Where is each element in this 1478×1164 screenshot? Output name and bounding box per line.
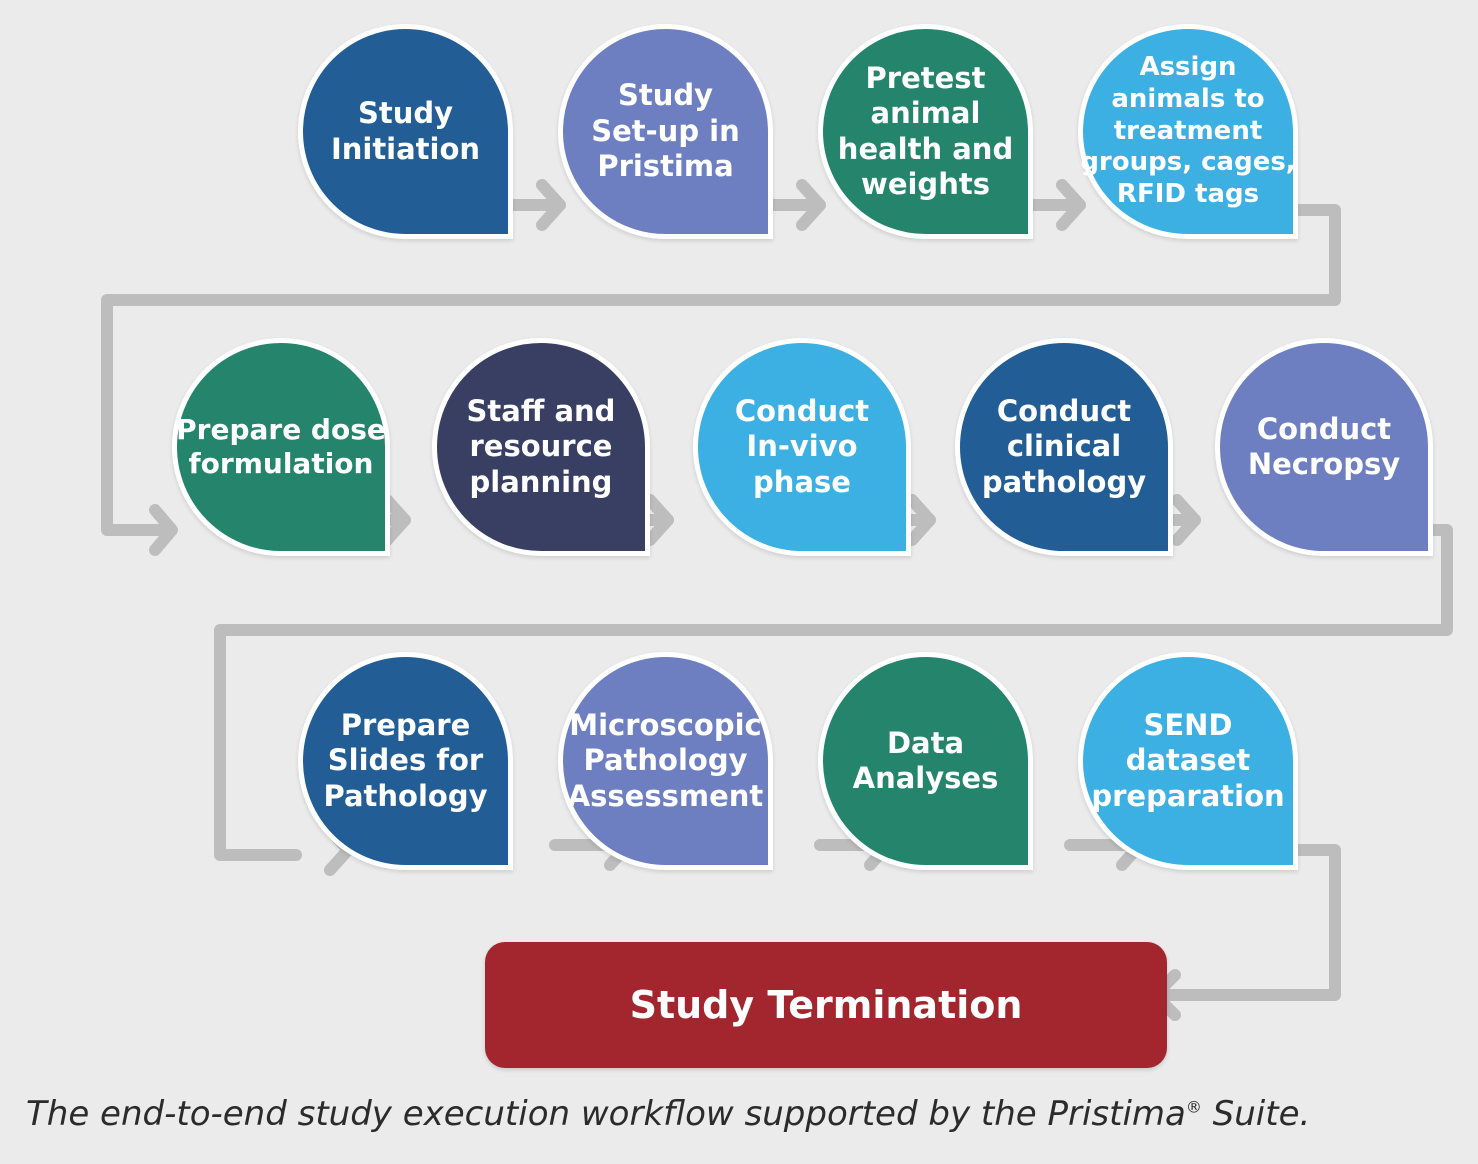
step-label-line: Set-up in bbox=[591, 113, 740, 148]
step-label-line: Conduct bbox=[1256, 411, 1392, 446]
connector-row1-row2 bbox=[101, 204, 1341, 536]
connector-to-termination bbox=[1154, 844, 1341, 1001]
study-termination-label: Study Termination bbox=[629, 983, 1023, 1027]
step-label-line: Pretest bbox=[865, 60, 986, 95]
caption-text-end: Suite. bbox=[1201, 1094, 1311, 1134]
study-termination-box: Study Termination bbox=[485, 942, 1167, 1068]
step-label-line: Initiation bbox=[330, 131, 481, 166]
step-label-line: In-vivo bbox=[746, 429, 858, 464]
step-label-line: Study bbox=[357, 96, 454, 131]
step-label-line: RFID tags bbox=[1116, 179, 1260, 210]
step-arrow-head bbox=[796, 179, 826, 231]
step-label-line: dataset bbox=[1125, 743, 1251, 778]
step-label-line: Necropsy bbox=[1247, 447, 1401, 481]
step-label-line: Analyses bbox=[852, 761, 999, 795]
step-label-line: SEND bbox=[1143, 707, 1233, 742]
step-label-line: Data bbox=[886, 725, 965, 760]
registered-mark: ® bbox=[1185, 1097, 1202, 1117]
step-label-line: Conduct bbox=[734, 393, 870, 428]
step-label-line: Prepare bbox=[340, 707, 471, 742]
step-label-line: planning bbox=[469, 464, 613, 499]
step-label-line: Slides for bbox=[327, 743, 484, 778]
step-label-line: animal bbox=[870, 96, 981, 131]
step-label-line: preparation bbox=[1091, 778, 1285, 813]
caption-text: The end-to-end study execution workflow … bbox=[26, 1094, 1186, 1134]
step-label-line: health and bbox=[837, 131, 1014, 166]
step-label-line: phase bbox=[753, 464, 851, 499]
figure-caption: The end-to-end study execution workflow … bbox=[26, 1094, 1310, 1134]
step-label-line: Pristima bbox=[597, 149, 734, 184]
step-label-line: pathology bbox=[981, 464, 1147, 499]
step-arrow-head bbox=[1056, 179, 1086, 231]
step-label-line: groups, cages, bbox=[1080, 147, 1296, 178]
step-arrow-head bbox=[644, 494, 674, 546]
step-label-line: Microscopic bbox=[569, 707, 762, 742]
step-arrow-head bbox=[381, 494, 411, 546]
step-label-line: resource bbox=[469, 429, 613, 464]
step-arrow-head bbox=[1171, 494, 1201, 546]
step-label-line: animals to bbox=[1111, 83, 1265, 114]
step-label-line: Study bbox=[617, 78, 714, 113]
step-label-line: Conduct bbox=[996, 393, 1132, 428]
step-label-line: formulation bbox=[188, 447, 374, 480]
step-label-line: Staff and bbox=[466, 393, 616, 428]
step-label-line: Pathology bbox=[323, 778, 488, 813]
step-label-line: Assessment bbox=[567, 778, 764, 813]
step-label-line: treatment bbox=[1113, 115, 1263, 146]
step-arrow-head bbox=[906, 494, 936, 546]
step-label-line: weights bbox=[861, 166, 990, 201]
step-label-line: clinical bbox=[1006, 429, 1122, 464]
step-arrow-head bbox=[536, 179, 566, 231]
step-label-line: Assign bbox=[1139, 52, 1237, 83]
step-arrow-head bbox=[149, 504, 178, 556]
step-label-line: Prepare dose bbox=[176, 412, 386, 446]
step-label-line: Pathology bbox=[583, 743, 748, 778]
connector-row2-row3 bbox=[214, 524, 1453, 861]
